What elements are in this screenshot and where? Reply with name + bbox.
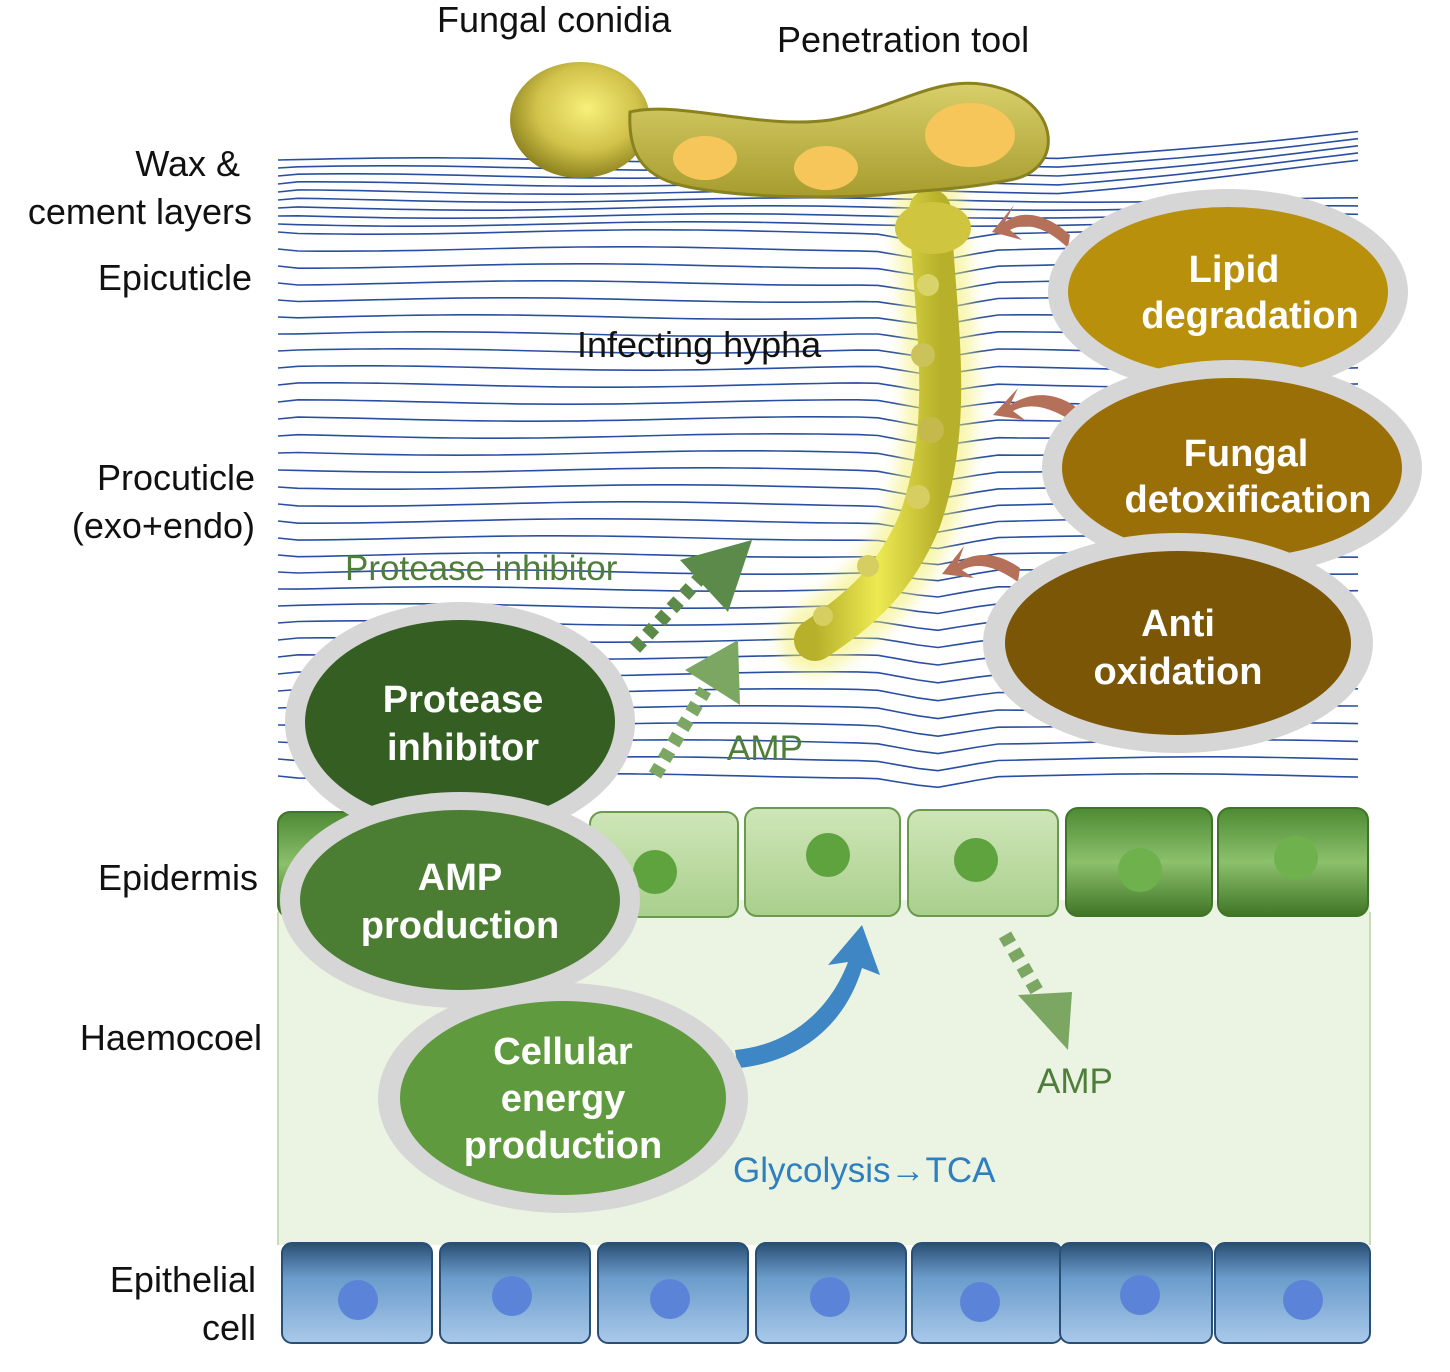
epidermis-nucleus [1274,836,1318,880]
energy-label-3: production [464,1125,662,1167]
fungal-action-arrows [942,205,1080,582]
infecting-hypha [780,175,976,675]
anti-oxidation-bubble: Anti oxidation [983,533,1373,753]
amp-arrow-upper [648,640,740,779]
wax-label-2: cement layers [28,191,252,232]
protease-inhibitor-arrow [629,540,752,653]
energy-arrow [735,925,880,1068]
epithelial-label-2: cell [202,1307,256,1348]
protease-inhibitor-annotation: Protease inhibitor [345,549,618,588]
penetration-tool [628,81,1050,199]
fungal-conidia-label: Fungal conidia [437,0,672,40]
epithelial-nucleus [338,1280,378,1320]
layer-labels: Wax & cement layers Epicuticle Procuticl… [28,143,262,1348]
energy-label-1: Cellular [493,1031,633,1073]
epicuticle-label: Epicuticle [98,257,252,298]
epidermis-nucleus [1118,848,1162,892]
epidermis-label: Epidermis [98,857,258,898]
fungal-conidia [510,62,650,178]
amp-prod-label-2: production [361,905,559,947]
epithelial-nucleus [1283,1280,1323,1320]
detox-label-2: detoxification [1124,479,1371,521]
penetration-tool-label: Penetration tool [777,19,1029,60]
glycolysis-annotation: Glycolysis→TCA [733,1151,996,1190]
epidermis-nucleus [954,838,998,882]
protease-label-1: Protease [383,679,544,721]
amp-annotation-lower: AMP [1037,1062,1113,1101]
epithelial-nucleus [492,1276,532,1316]
amp-production-bubble: AMP production [280,792,640,1008]
epithelial-label-1: Epithelial [110,1259,256,1300]
haemocoel-label: Haemocoel [80,1017,262,1058]
antiox-label-1: Anti [1141,603,1215,645]
detox-label-1: Fungal [1184,433,1309,475]
epithelial-nucleus [960,1282,1000,1322]
amp-annotation-upper: AMP [727,729,803,768]
cellular-energy-bubble: Cellular energy production [378,983,748,1213]
epithelial-nucleus [810,1277,850,1317]
energy-label-2: energy [501,1078,626,1120]
antiox-label-2: oxidation [1094,651,1263,693]
epithelial-nucleus [1120,1275,1160,1315]
fungal-detoxification-bubble: Fungal detoxification [1042,360,1422,576]
lipid-label-1: Lipid [1189,249,1280,291]
lipid-label-2: degradation [1141,295,1358,337]
epithelial-nucleus [650,1279,690,1319]
epithelial-cells [281,1242,1371,1344]
procuticle-label-1: Procuticle [97,457,255,498]
infecting-hypha-label: Infecting hypha [577,324,822,365]
lipid-degradation-bubble: Lipid degradation [1048,189,1408,395]
procuticle-label-2: (exo+endo) [72,505,255,546]
epidermis-nucleus [633,850,677,894]
protease-label-2: inhibitor [387,727,539,769]
wax-label-1: Wax & [135,143,240,184]
epidermis-nucleus [806,833,850,877]
protease-inhibitor-bubble: Protease inhibitor [285,602,635,842]
amp-prod-label-1: AMP [418,857,502,899]
amp-arrow-lower [998,931,1072,1050]
